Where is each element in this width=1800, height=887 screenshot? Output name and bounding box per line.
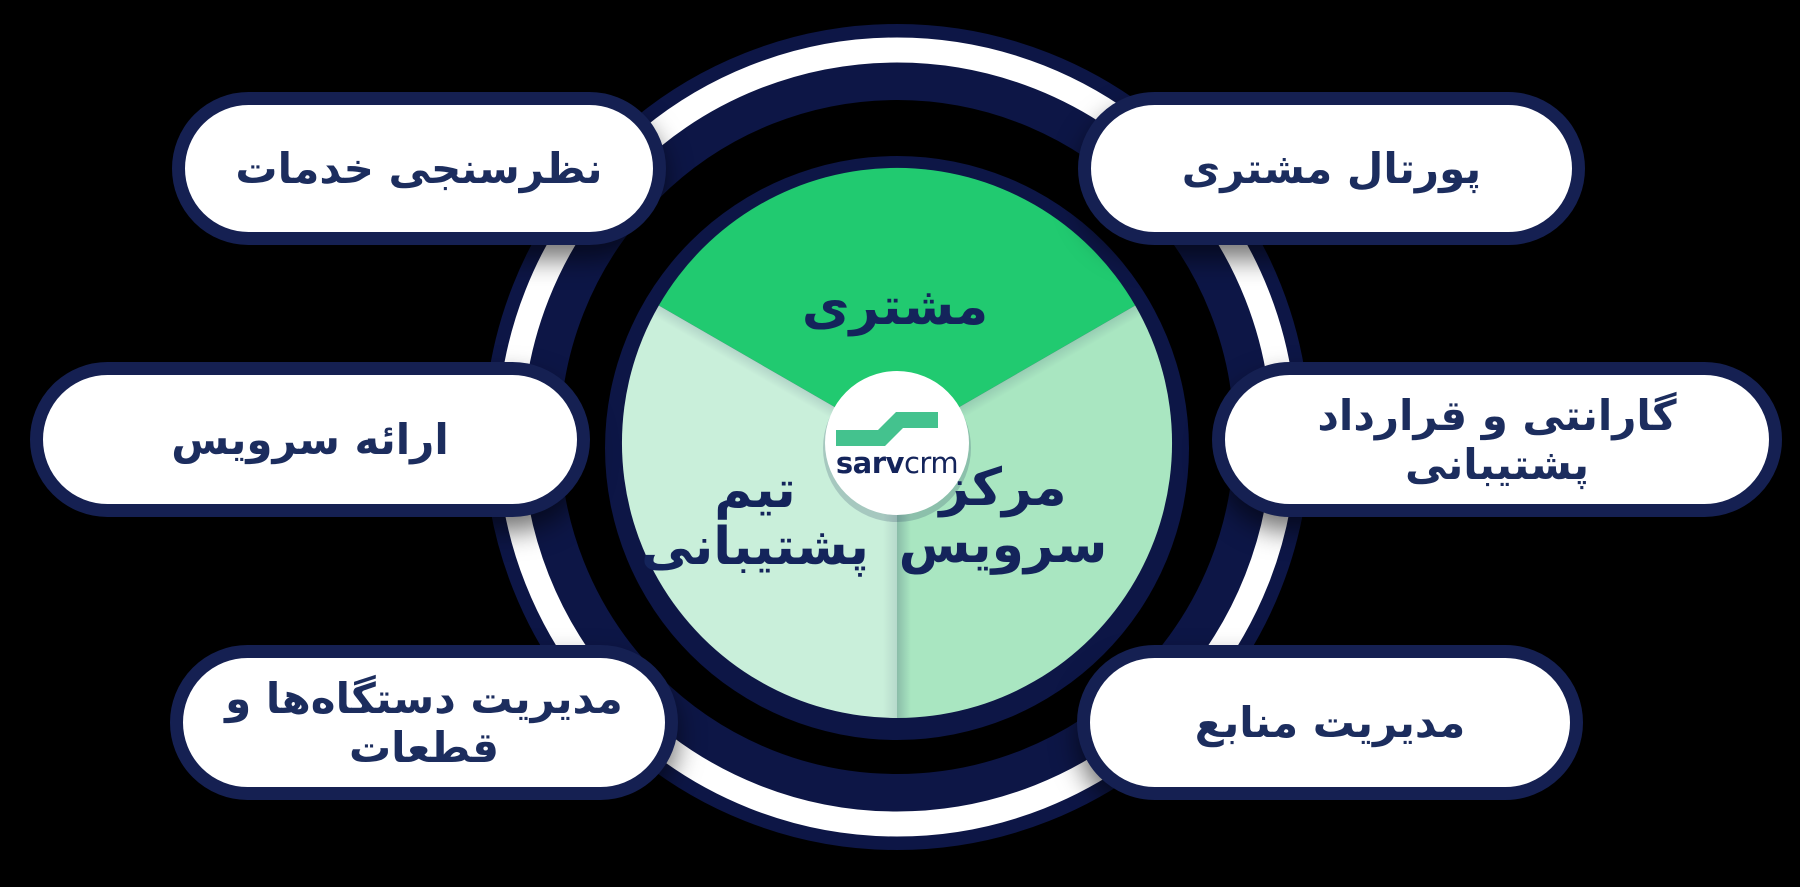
node-service-survey: نظرسنجی خدمات [172, 92, 666, 245]
node-service-survey-label: نظرسنجی خدمات [235, 144, 603, 193]
node-devices-parts-management-label: مدیریت دستگاه‌ها و قطعات [225, 673, 623, 772]
pie-segment-customer [658, 167, 1136, 443]
node-resources-management: مدیریت منابع [1077, 645, 1583, 800]
node-service-delivery-label: ارائه سرویس [171, 415, 449, 464]
pie-label-customer-line: مشتری [801, 277, 989, 337]
node-service-delivery: ارائه سرویس [30, 362, 590, 517]
logo-wordmark-light: crm [903, 446, 959, 480]
pie-label-service-center-line1: مرکز [939, 458, 1067, 518]
logo-wordmark-bold: sarv [835, 446, 905, 480]
pie-label-service-center-line2: سرویس [898, 515, 1108, 575]
pie-label-support-team: تیم پشتیبانی [630, 462, 880, 576]
sarv-logo-icon [836, 412, 938, 446]
pie-label-support-team-line2: پشتیبانی [641, 517, 869, 577]
node-customer-portal-label: پورتال مشتری [1181, 144, 1482, 193]
node-warranty-support-contract: گارانتی و قرارداد پشتیبانی [1212, 362, 1782, 517]
logo-badge [825, 371, 969, 515]
pie-label-customer: مشتری [770, 279, 1020, 336]
node-resources-management-label: مدیریت منابع [1194, 698, 1466, 747]
pie-label-support-team-line1: تیم [714, 460, 796, 520]
pie-label-service-center: مرکز سرویس [878, 460, 1128, 574]
node-warranty-support-contract-label: گارانتی و قرارداد پشتیبانی [1317, 390, 1677, 489]
logo-wordmark: sarvcrm [815, 446, 979, 480]
node-devices-parts-management: مدیریت دستگاه‌ها و قطعات [170, 645, 678, 800]
node-customer-portal: پورتال مشتری [1078, 92, 1585, 245]
